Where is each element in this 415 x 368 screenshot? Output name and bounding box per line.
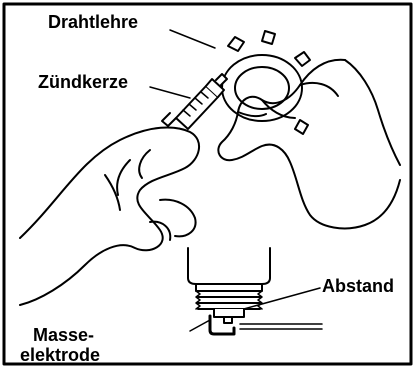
- ground-electrode-label-line2: elektrode: [20, 345, 100, 365]
- feeler-gauge-label: Drahtlehre: [48, 12, 138, 32]
- ground-electrode-leader: [190, 320, 210, 331]
- ground-electrode-label-line1: Masse-: [33, 325, 94, 345]
- left-hand-illustration: [20, 127, 199, 305]
- spark-plug-leader: [150, 87, 190, 98]
- feeler-gauge-leader: [170, 30, 215, 48]
- gap-label: Abstand: [322, 276, 394, 296]
- spark-plug-label: Zündkerze: [38, 72, 128, 92]
- spark-plug-illustration: [162, 74, 227, 129]
